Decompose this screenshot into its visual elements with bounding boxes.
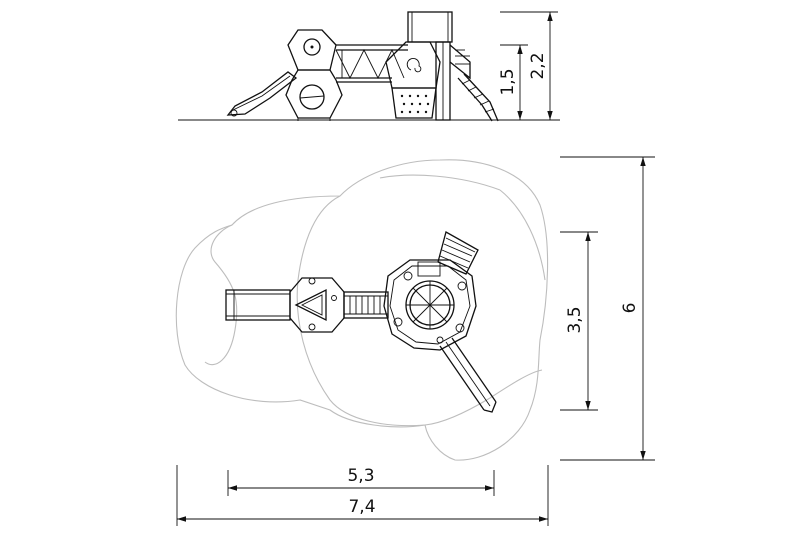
height-dimensions [500, 11, 558, 120]
width-dimensions [176, 465, 549, 526]
plan-equipment [225, 231, 497, 413]
height-total-label: 2,2 [528, 52, 548, 79]
side-elevation [178, 11, 560, 122]
ladder-side [457, 73, 499, 122]
depth-dimensions [560, 156, 655, 461]
width-equipment-label: 5,3 [347, 466, 374, 486]
left-tower-side [285, 29, 343, 121]
panel-dots [400, 94, 430, 114]
depth-equipment-label: 3,5 [565, 306, 585, 333]
ladder-plan [437, 231, 479, 275]
safety-area [175, 159, 549, 461]
height-platform-label: 1,5 [498, 68, 518, 95]
slide-right-plan [439, 337, 497, 413]
bridge-plan [343, 291, 389, 319]
slide-side [226, 71, 298, 117]
depth-safety-area-label: 6 [620, 303, 640, 314]
slide-plan [225, 289, 291, 321]
left-tower-plan [289, 277, 345, 333]
right-tower-side [385, 11, 471, 121]
width-safety-area-label: 7,4 [348, 497, 375, 517]
main-tower-plan [383, 259, 477, 351]
